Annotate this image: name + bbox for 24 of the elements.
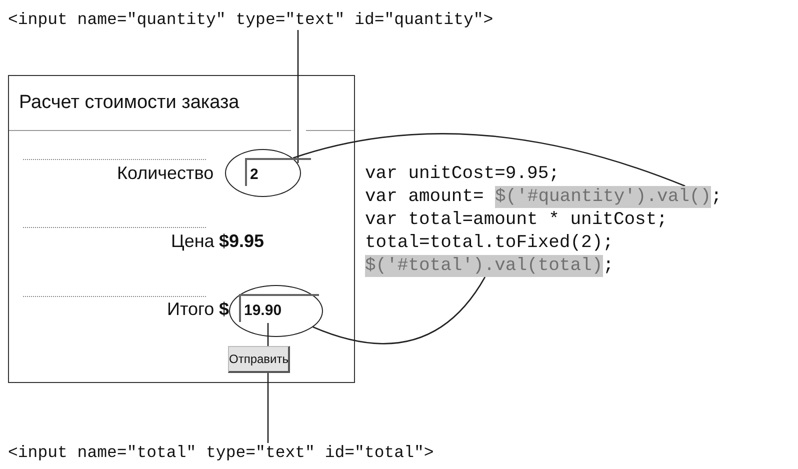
leader-line — [292, 133, 686, 187]
form-heading: Расчет стоимости заказа — [19, 92, 240, 114]
html-tag-text: <input name="total" type="text" id="total"> — [8, 443, 434, 463]
submit-button: Отправить — [228, 346, 290, 373]
code-line: ; — [603, 255, 614, 277]
leader-line — [297, 30, 299, 163]
code-line: var amount= — [365, 186, 484, 208]
form-panel — [8, 75, 355, 383]
highlighted-code: $('#total').val(total) — [365, 255, 603, 277]
input-field: 2 — [245, 158, 311, 186]
field-label: Итого — [167, 298, 214, 320]
price-value: $9.95 — [219, 230, 264, 252]
field-label: Количество — [117, 162, 214, 184]
code-line: var unitCost=9.95; — [365, 163, 560, 185]
code-line: total=total.toFixed(2); — [365, 232, 614, 254]
currency-sign: $ — [219, 298, 230, 320]
callout-ellipse — [229, 285, 323, 337]
input-field: 19.90 — [239, 294, 319, 322]
field-label: Цена — [171, 230, 214, 252]
code-line: ; — [711, 186, 722, 208]
html-tag-text: <input name="quantity" type="text" id="quantity"> — [8, 10, 494, 30]
leader-line — [312, 276, 486, 344]
code-line: var total=amount * unitCost; — [365, 209, 668, 231]
highlighted-code: $('#quantity').val() — [495, 186, 712, 208]
